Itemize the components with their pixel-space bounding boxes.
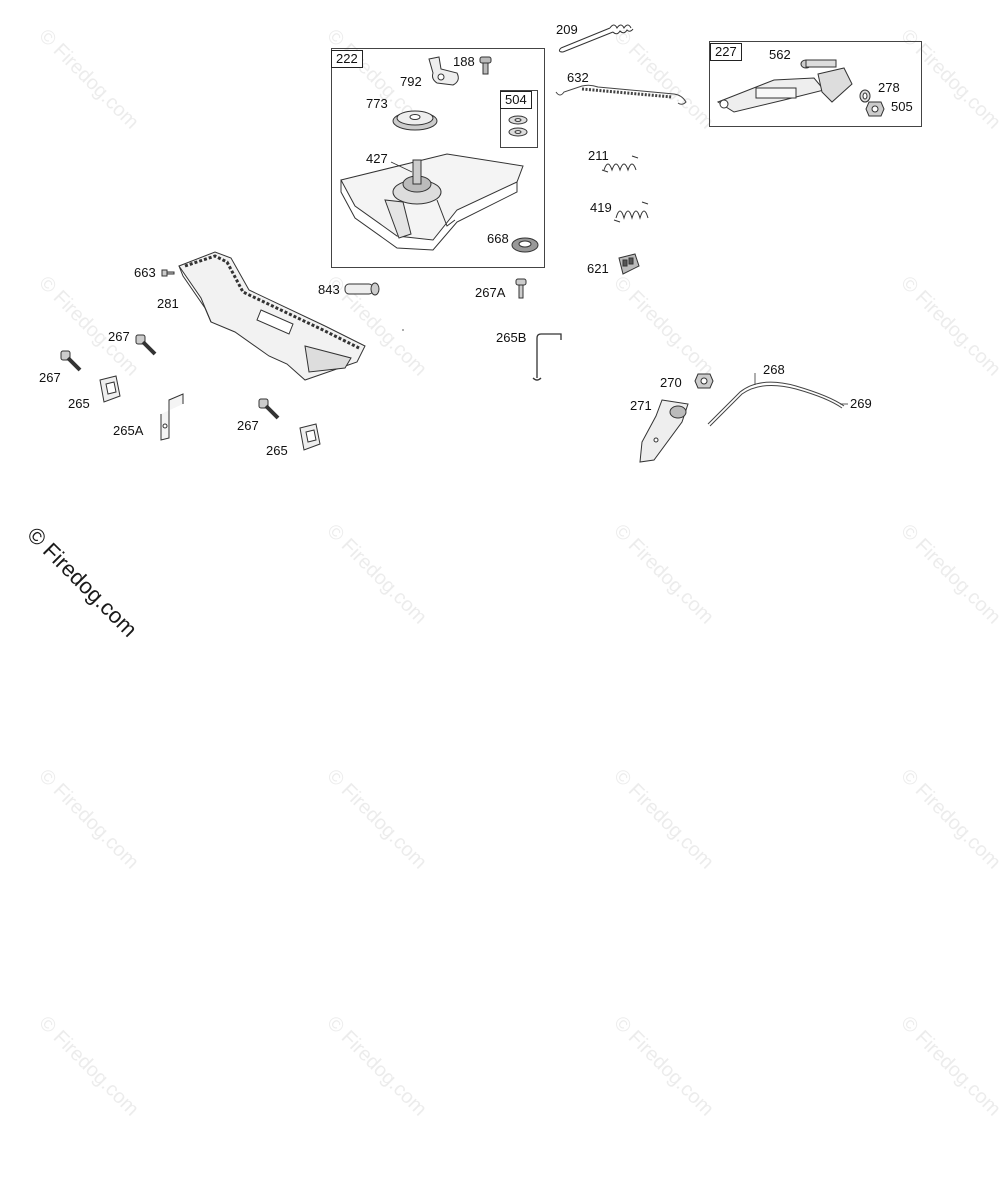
- part-label: 632: [567, 70, 589, 85]
- group-label-222: 222: [331, 50, 363, 68]
- part-773-pulley: [390, 105, 440, 133]
- part-188-bolt: [478, 56, 494, 76]
- part-668-seal: [510, 234, 540, 254]
- part-label: 663: [134, 265, 156, 280]
- part-label: 265: [266, 443, 288, 458]
- part-278-washer: [858, 88, 872, 104]
- part-label: 209: [556, 22, 578, 37]
- part-label: 267: [39, 370, 61, 385]
- group-label-504: 504: [500, 91, 532, 109]
- part-label: 211: [588, 148, 609, 163]
- group-box-504: [500, 90, 538, 148]
- part-label: 270: [660, 375, 682, 390]
- part-label: 267A: [475, 285, 506, 300]
- part-label: 792: [400, 74, 422, 89]
- part-267-screw-b: [60, 350, 82, 372]
- part-419-spring: [612, 198, 650, 226]
- part-label: 268: [763, 362, 785, 377]
- group-label-227: 227: [710, 43, 742, 61]
- part-227-lever: [714, 58, 864, 118]
- part-label: 427: [366, 151, 388, 166]
- part-label: 419: [590, 200, 612, 215]
- part-663-screw: [161, 268, 175, 278]
- part-label: 668: [487, 231, 509, 246]
- part-271-bracket: [636, 398, 696, 464]
- part-label: 267: [237, 418, 259, 433]
- part-label: 265B: [496, 330, 527, 345]
- part-265-clip-a: [96, 374, 124, 404]
- part-270-nut: [694, 372, 714, 390]
- part-505-nut: [865, 100, 885, 118]
- part-label: 271: [630, 398, 652, 413]
- part-268-cable: [700, 378, 850, 430]
- part-504-washers: [505, 112, 531, 142]
- part-632-spring: [552, 78, 692, 108]
- group-box-227: [709, 41, 922, 127]
- part-265A-bracket: [153, 390, 187, 442]
- part-label: 265: [68, 396, 90, 411]
- part-label: 267: [108, 329, 130, 344]
- part-792-bracket: [427, 55, 463, 91]
- part-label: 281: [157, 296, 179, 311]
- part-label: 188: [453, 54, 475, 69]
- part-label: 621: [587, 261, 609, 276]
- part-267-screw-a: [135, 334, 157, 356]
- part-label: 505: [891, 99, 913, 114]
- part-label: 843: [318, 282, 340, 297]
- part-label: 562: [769, 47, 791, 62]
- part-label: 265A: [113, 423, 144, 438]
- part-label: 278: [878, 80, 900, 95]
- part-281-air-guide: [175, 250, 370, 382]
- group-box-222: [331, 48, 545, 268]
- part-621-switch: [615, 252, 643, 278]
- part-211-spring: [600, 152, 640, 176]
- part-265B-rod: [527, 332, 567, 382]
- part-427-control-plate: [337, 140, 527, 252]
- part-267A-screw: [514, 278, 528, 300]
- part-267-screw-c: [258, 398, 280, 420]
- part-label: 269: [850, 396, 872, 411]
- part-209-spring: [555, 18, 635, 56]
- part-265-clip-b: [296, 422, 324, 452]
- part-label: 773: [366, 96, 388, 111]
- part-843-grommet: [343, 281, 381, 297]
